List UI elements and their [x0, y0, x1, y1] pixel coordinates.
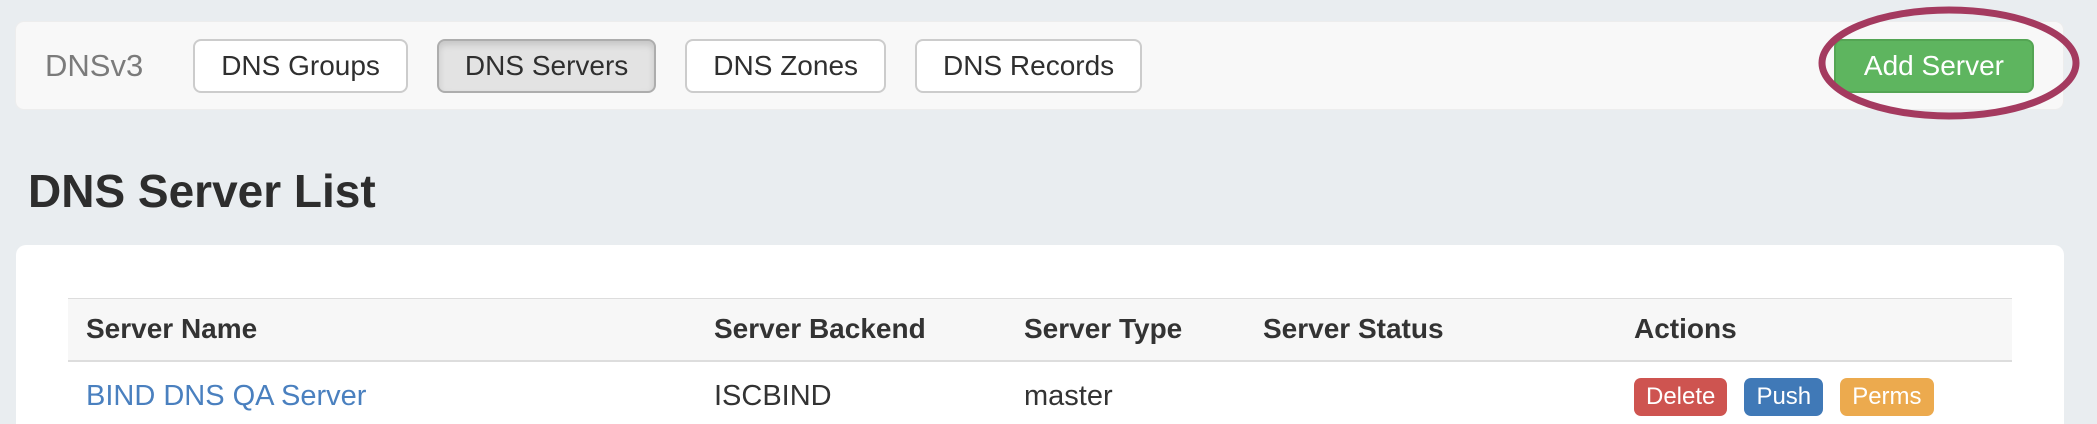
table-row: BIND DNS QA Server ISCBIND master Delete…: [68, 361, 2012, 424]
tab-dns-records[interactable]: DNS Records: [915, 38, 1143, 93]
tab-dns-zones[interactable]: DNS Zones: [685, 38, 887, 93]
tab-dns-servers[interactable]: DNS Servers: [436, 38, 657, 93]
cell-actions: Delete Push Perms: [1616, 361, 2012, 424]
delete-button[interactable]: Delete: [1634, 377, 1728, 416]
col-server-status: Server Status: [1245, 298, 1616, 362]
tab-dns-groups[interactable]: DNS Groups: [193, 38, 408, 93]
page-title: DNS Server List: [28, 165, 376, 217]
cell-server-backend: ISCBIND: [714, 380, 832, 412]
brand-dnsv3[interactable]: DNSv3: [45, 47, 144, 83]
add-server-button[interactable]: Add Server: [1833, 38, 2034, 93]
perms-button[interactable]: Perms: [1840, 377, 1934, 416]
server-name-link[interactable]: BIND DNS QA Server: [86, 380, 367, 412]
cell-server-type: master: [1024, 380, 1113, 412]
server-table: Server Name Server Backend Server Type S…: [68, 298, 2012, 424]
col-server-type: Server Type: [1006, 298, 1245, 362]
server-table-wrap: Server Name Server Backend Server Type S…: [68, 298, 2012, 424]
top-navbar: DNSv3 DNS Groups DNS Servers DNS Zones D…: [15, 21, 2064, 110]
nav-tabs: DNS Groups DNS Servers DNS Zones DNS Rec…: [193, 38, 1143, 93]
col-server-backend: Server Backend: [696, 298, 1006, 362]
server-list-card: Server Name Server Backend Server Type S…: [16, 245, 2064, 424]
push-button[interactable]: Push: [1744, 377, 1824, 416]
cell-server-status: [1245, 361, 1616, 424]
col-actions: Actions: [1616, 298, 2012, 362]
col-server-name: Server Name: [68, 298, 696, 362]
table-header-row: Server Name Server Backend Server Type S…: [68, 298, 2012, 362]
cell-server-name: BIND DNS QA Server: [68, 361, 696, 424]
